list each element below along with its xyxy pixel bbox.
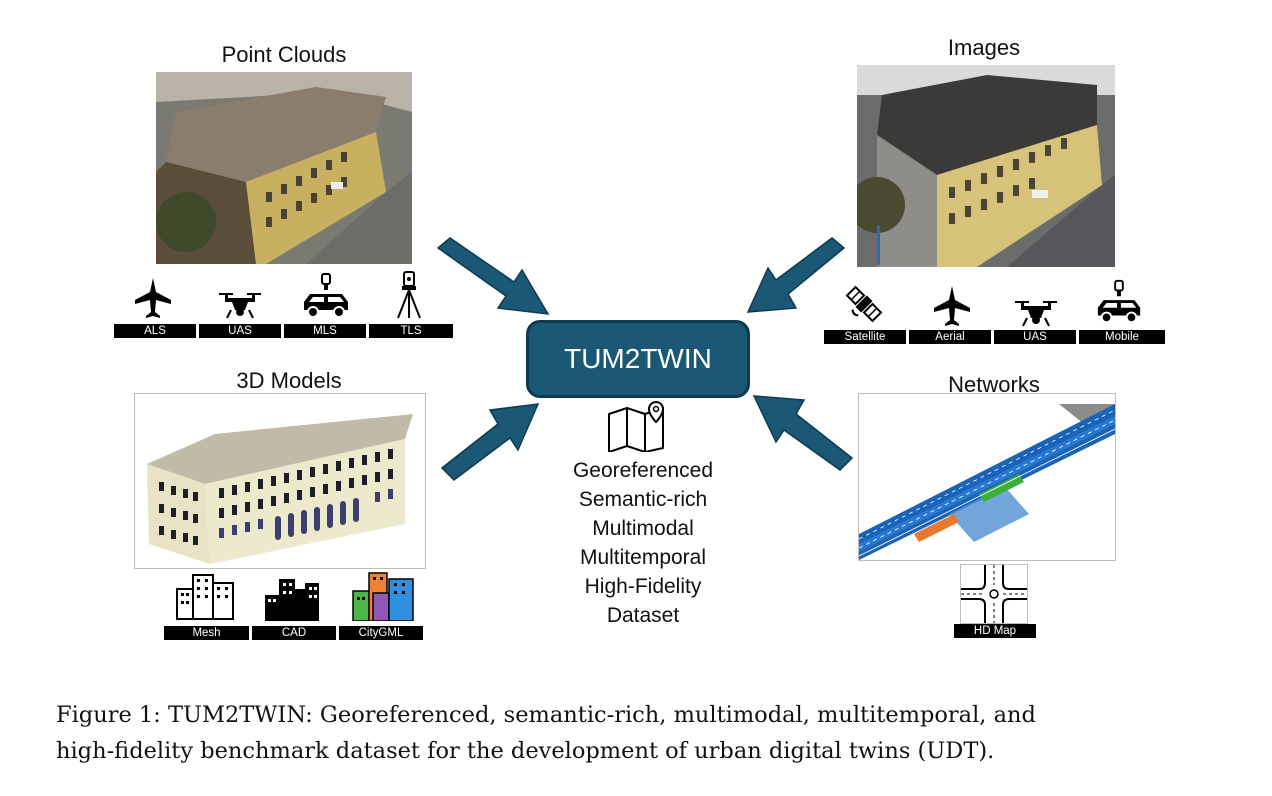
label-als: ALS (114, 324, 196, 338)
satellite-icon (842, 282, 886, 326)
images-title: Images (947, 35, 1021, 60)
caption-line-1: Figure 1: TUM2TWIN: Georeferenced, seman… (56, 702, 1036, 728)
arrow-point-clouds (436, 237, 550, 315)
label-satellite: Satellite (824, 330, 906, 344)
label-uas: UAS (199, 324, 281, 338)
caption-line-2: high-fidelity benchmark dataset for the … (56, 738, 995, 764)
property-high-fidelity: High-Fidelity (584, 575, 702, 598)
property-multimodal: Multimodal (592, 517, 694, 540)
property-multitemporal: Multitemporal (579, 546, 707, 569)
label-hd-map: HD Map (954, 624, 1036, 638)
label-tls: TLS (369, 324, 453, 338)
3d-models-title: 3D Models (236, 368, 342, 393)
property-georeferenced: Georeferenced (572, 459, 714, 482)
map-pin-icon (606, 400, 674, 453)
point-clouds-title: Point Clouds (221, 42, 347, 67)
intersection-map-icon (960, 564, 1028, 624)
drone-icon (1013, 298, 1059, 328)
label-uas-images: UAS (994, 330, 1076, 344)
mobile-mapping-car-icon (300, 272, 352, 320)
label-mobile: Mobile (1079, 330, 1165, 344)
drone-icon (217, 290, 263, 320)
terrestrial-scanner-icon (394, 270, 424, 320)
hd-map-network-image (858, 393, 1116, 561)
networks-title: Networks (948, 372, 1040, 397)
aerial-photo-image (857, 65, 1115, 267)
airplane-icon (932, 284, 972, 328)
label-citygml: CityGML (339, 626, 423, 640)
mesh-buildings-icon (175, 571, 237, 621)
property-semantic-rich: Semantic-rich (578, 488, 708, 511)
arrow-images (746, 237, 846, 313)
mobile-mapping-car-icon (1094, 278, 1144, 326)
arrow-3d-models (440, 403, 540, 481)
label-mls: MLS (284, 324, 366, 338)
3d-model-image (134, 393, 426, 569)
point-cloud-image (156, 72, 412, 264)
property-dataset: Dataset (606, 604, 680, 627)
label-mesh: Mesh (164, 626, 249, 640)
arrow-networks (752, 395, 854, 471)
airplane-icon (133, 276, 173, 320)
tum2twin-box: TUM2TWIN (526, 320, 750, 398)
cad-buildings-icon (263, 577, 321, 621)
label-cad: CAD (252, 626, 336, 640)
citygml-buildings-icon (351, 571, 417, 622)
label-aerial: Aerial (909, 330, 991, 344)
figure-caption: Figure 1: TUM2TWIN: Georeferenced, seman… (56, 697, 1220, 769)
